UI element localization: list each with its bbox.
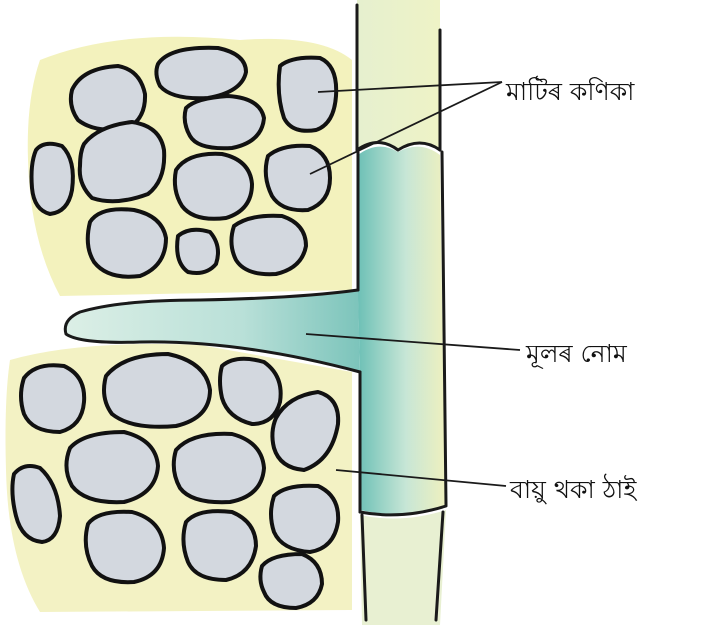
soil-particle [175,154,252,219]
label-soil-particles: মাটিৰ কণিকা [505,76,635,106]
soil-particle [260,554,322,608]
soil-particle [231,216,306,275]
soil-particle [266,146,330,211]
soil-particle [177,230,218,273]
soil-particle [271,486,338,552]
label-air-space: বায়ু থকা ঠাই [509,474,637,505]
soil-particle [104,354,210,427]
soil-particle [185,96,264,148]
soil-particle [86,512,164,582]
soil-particle [174,434,264,502]
root-cell-upper [357,0,440,150]
soil-particle [21,365,84,432]
soil-particle [80,122,164,201]
label-root-hair: মূলৰ নোম [525,339,628,369]
soil-particle [156,48,246,98]
soil-particle [66,432,158,502]
labels: মাটিৰ কণিকা মূলৰ নোম বায়ু থকা ঠাই [505,76,637,505]
soil-particle [71,66,145,130]
soil-particle [279,58,337,131]
root-epidermal-cell [358,147,446,515]
root-cell-lower [360,510,446,625]
soil-particle [88,209,166,277]
soil-particle [183,511,256,580]
soil-particle [32,144,73,214]
